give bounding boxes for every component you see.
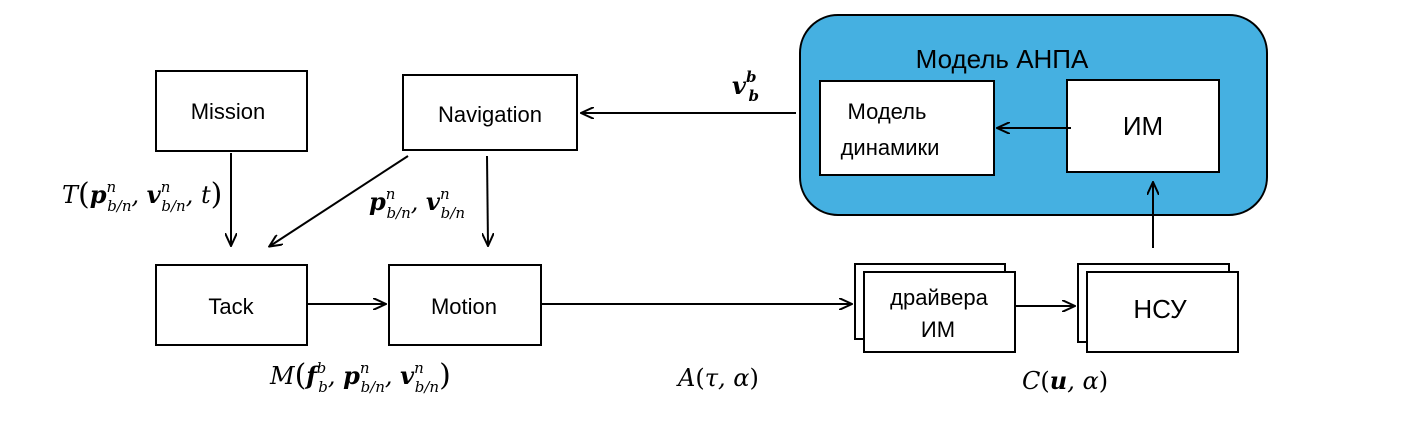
svg-text:M(fbb, pnb/n, vnb/n): M(fbb, pnb/n, vnb/n) xyxy=(269,358,451,396)
tack-box[interactable] xyxy=(155,264,308,346)
im-label: ИМ xyxy=(1123,111,1163,141)
motion-box[interactable] xyxy=(388,264,542,346)
mission-label: Mission xyxy=(191,99,266,124)
arrow-navigation-to-tack xyxy=(270,155,409,246)
svg-text:A(τ, α): A(τ, α) xyxy=(676,364,759,392)
dynamics-model-label-line1: Модель xyxy=(848,99,927,124)
drivers-label-line2: ИМ xyxy=(921,317,955,342)
nsu-label: НСУ xyxy=(1133,294,1187,324)
navigation-label: Navigation xyxy=(438,102,542,127)
label-A-motion-output: A(τ, α) xyxy=(676,364,759,392)
arrow-navigation-to-motion xyxy=(487,155,488,245)
tack-label: Tack xyxy=(208,294,254,319)
drivers-label-line1: драйвера xyxy=(890,285,989,310)
svg-text:T(pnb/n, vnb/n, t): T(pnb/n, vnb/n, t) xyxy=(62,177,222,215)
label-C-nsu-input: C(u, α) xyxy=(1022,366,1108,395)
svg-text:C(u, α): C(u, α) xyxy=(1022,366,1108,395)
im-box[interactable] xyxy=(1066,79,1220,173)
drivers-box[interactable] xyxy=(863,271,1016,353)
dynamics-model-label-line2: динамики xyxy=(841,135,940,160)
dynamics-model-box[interactable] xyxy=(819,80,995,176)
motion-label: Motion xyxy=(431,294,497,319)
svg-text:pnb/n, vnb/n: pnb/n, vnb/n xyxy=(369,185,465,222)
navigation-box[interactable] xyxy=(402,74,578,151)
svg-text:vbb: vbb xyxy=(732,68,759,105)
mission-box[interactable] xyxy=(155,70,308,152)
anpa-model-title: Модель АНПА xyxy=(916,44,1089,74)
nsu-box[interactable] xyxy=(1086,271,1239,353)
